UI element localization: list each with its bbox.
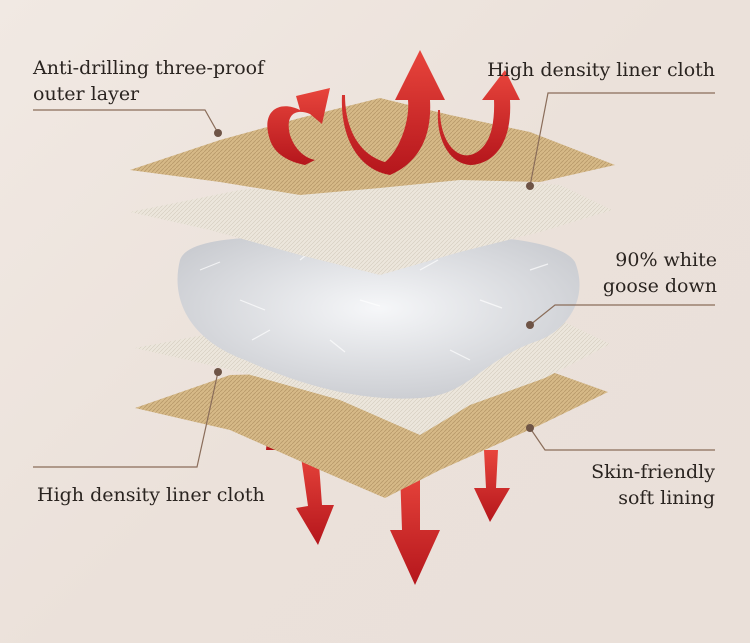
layer-high-density-liner-bottom	[135, 368, 608, 498]
label-liner-bottom: High density liner cloth	[37, 482, 265, 508]
label-line: High density liner cloth	[487, 59, 715, 81]
layer-high-density-liner-top	[130, 178, 612, 275]
label-line: High density liner cloth	[37, 484, 265, 506]
label-liner-top: High density liner cloth	[487, 57, 715, 83]
layer-outer-shell	[130, 98, 615, 195]
label-goose-down: 90% white goose down	[603, 247, 717, 299]
label-line: goose down	[602, 275, 717, 297]
label-line: Skin-friendly	[591, 461, 715, 483]
leader-lines	[33, 92, 715, 468]
layer-goose-down	[177, 234, 580, 399]
arrow-down-icon	[266, 430, 510, 585]
label-line: outer layer	[33, 83, 140, 105]
label-outer-layer: Anti-drilling three-proof outer layer	[33, 55, 264, 107]
label-line: Anti-drilling three-proof	[33, 57, 265, 79]
arrow-up-icon	[267, 50, 520, 175]
leader-dots	[214, 129, 534, 432]
label-line: 90% white	[615, 249, 717, 271]
label-line: soft lining	[618, 487, 715, 509]
label-soft-lining: Skin-friendly soft lining	[591, 459, 715, 511]
